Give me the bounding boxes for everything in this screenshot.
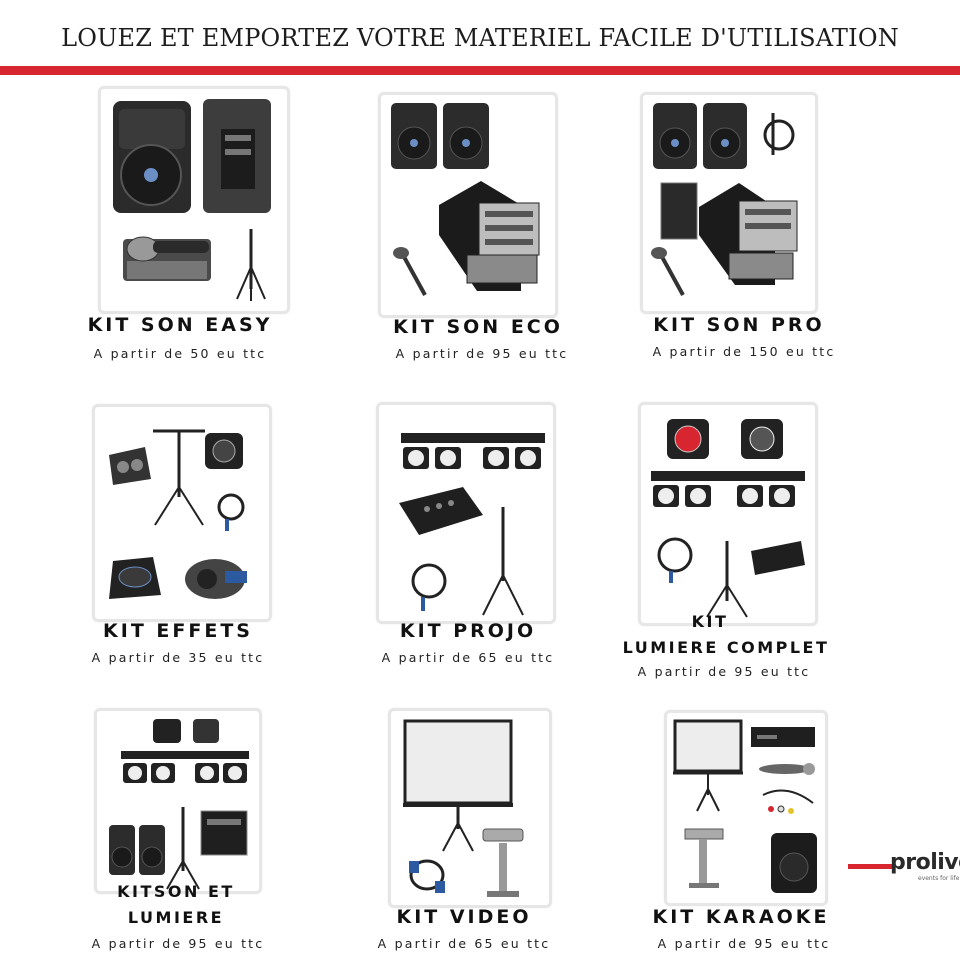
kit-effets-image bbox=[109, 429, 247, 599]
kit-video-card[interactable] bbox=[388, 708, 552, 908]
kit-son-easy-price: A partir de 50 eu ttc bbox=[93, 346, 267, 361]
kit-projo-card[interactable] bbox=[376, 402, 556, 624]
kit-video-name: KIT VIDEO bbox=[396, 906, 532, 928]
logo-pro-text: pro bbox=[890, 850, 931, 875]
kit-son-eco-name: KIT SON ECO bbox=[393, 316, 563, 338]
kit-son-eco-card[interactable] bbox=[378, 92, 558, 318]
kit-lumiere-complet-name-line1: KIT bbox=[691, 612, 729, 631]
kit-son-pro-card[interactable] bbox=[640, 92, 818, 314]
kitson-et-lumiere-price: A partir de 95 eu ttc bbox=[91, 936, 265, 951]
kit-projo-price: A partir de 65 eu ttc bbox=[381, 650, 555, 665]
kit-son-easy-image bbox=[113, 99, 271, 301]
kitson-et-lumiere-card[interactable] bbox=[94, 708, 262, 894]
kit-video-price: A partir de 65 eu ttc bbox=[377, 936, 551, 951]
kit-lumiere-complet-price: A partir de 95 eu ttc bbox=[637, 664, 811, 679]
kit-son-pro-image bbox=[651, 103, 798, 296]
kit-son-easy-name: KIT SON EASY bbox=[87, 314, 273, 336]
kit-video-image bbox=[403, 719, 524, 897]
kit-son-pro-name: KIT SON PRO bbox=[653, 314, 825, 336]
kit-projo-name: KIT PROJO bbox=[399, 620, 537, 642]
kit-karaoke-image bbox=[673, 719, 817, 893]
kit-projo-image bbox=[399, 433, 545, 616]
kit-lumiere-complet-name-line2: LUMIERE COMPLET bbox=[622, 638, 830, 657]
kit-effets-name: KIT EFFETS bbox=[103, 620, 253, 642]
kitson-et-lumiere-name-line1: KITSON ET bbox=[117, 882, 235, 901]
kit-son-easy-card[interactable] bbox=[98, 86, 290, 314]
logo-tagline: events for life bbox=[918, 875, 960, 882]
kit-son-eco-price: A partir de 95 eu ttc bbox=[395, 346, 569, 361]
kit-lumiere-complet-image bbox=[651, 419, 805, 618]
kit-karaoke-name: KIT KARAOKE bbox=[652, 906, 830, 928]
kitson-et-lumiere-image bbox=[109, 719, 249, 890]
logo-accent-bar bbox=[848, 864, 892, 869]
header-divider bbox=[0, 66, 960, 75]
kit-effets-price: A partir de 35 eu ttc bbox=[91, 650, 265, 665]
kit-lumiere-complet-card[interactable] bbox=[638, 402, 818, 626]
kit-son-eco-image bbox=[391, 103, 540, 296]
kit-son-pro-price: A partir de 150 eu ttc bbox=[652, 344, 836, 359]
kit-karaoke-card[interactable] bbox=[664, 710, 828, 906]
kitson-et-lumiere-name-line2: LUMIERE bbox=[127, 908, 225, 927]
kit-karaoke-price: A partir de 95 eu ttc bbox=[657, 936, 831, 951]
page-title: LOUEZ ET EMPORTEZ VOTRE MATERIEL FACILE … bbox=[61, 24, 899, 52]
kit-effets-card[interactable] bbox=[92, 404, 272, 622]
